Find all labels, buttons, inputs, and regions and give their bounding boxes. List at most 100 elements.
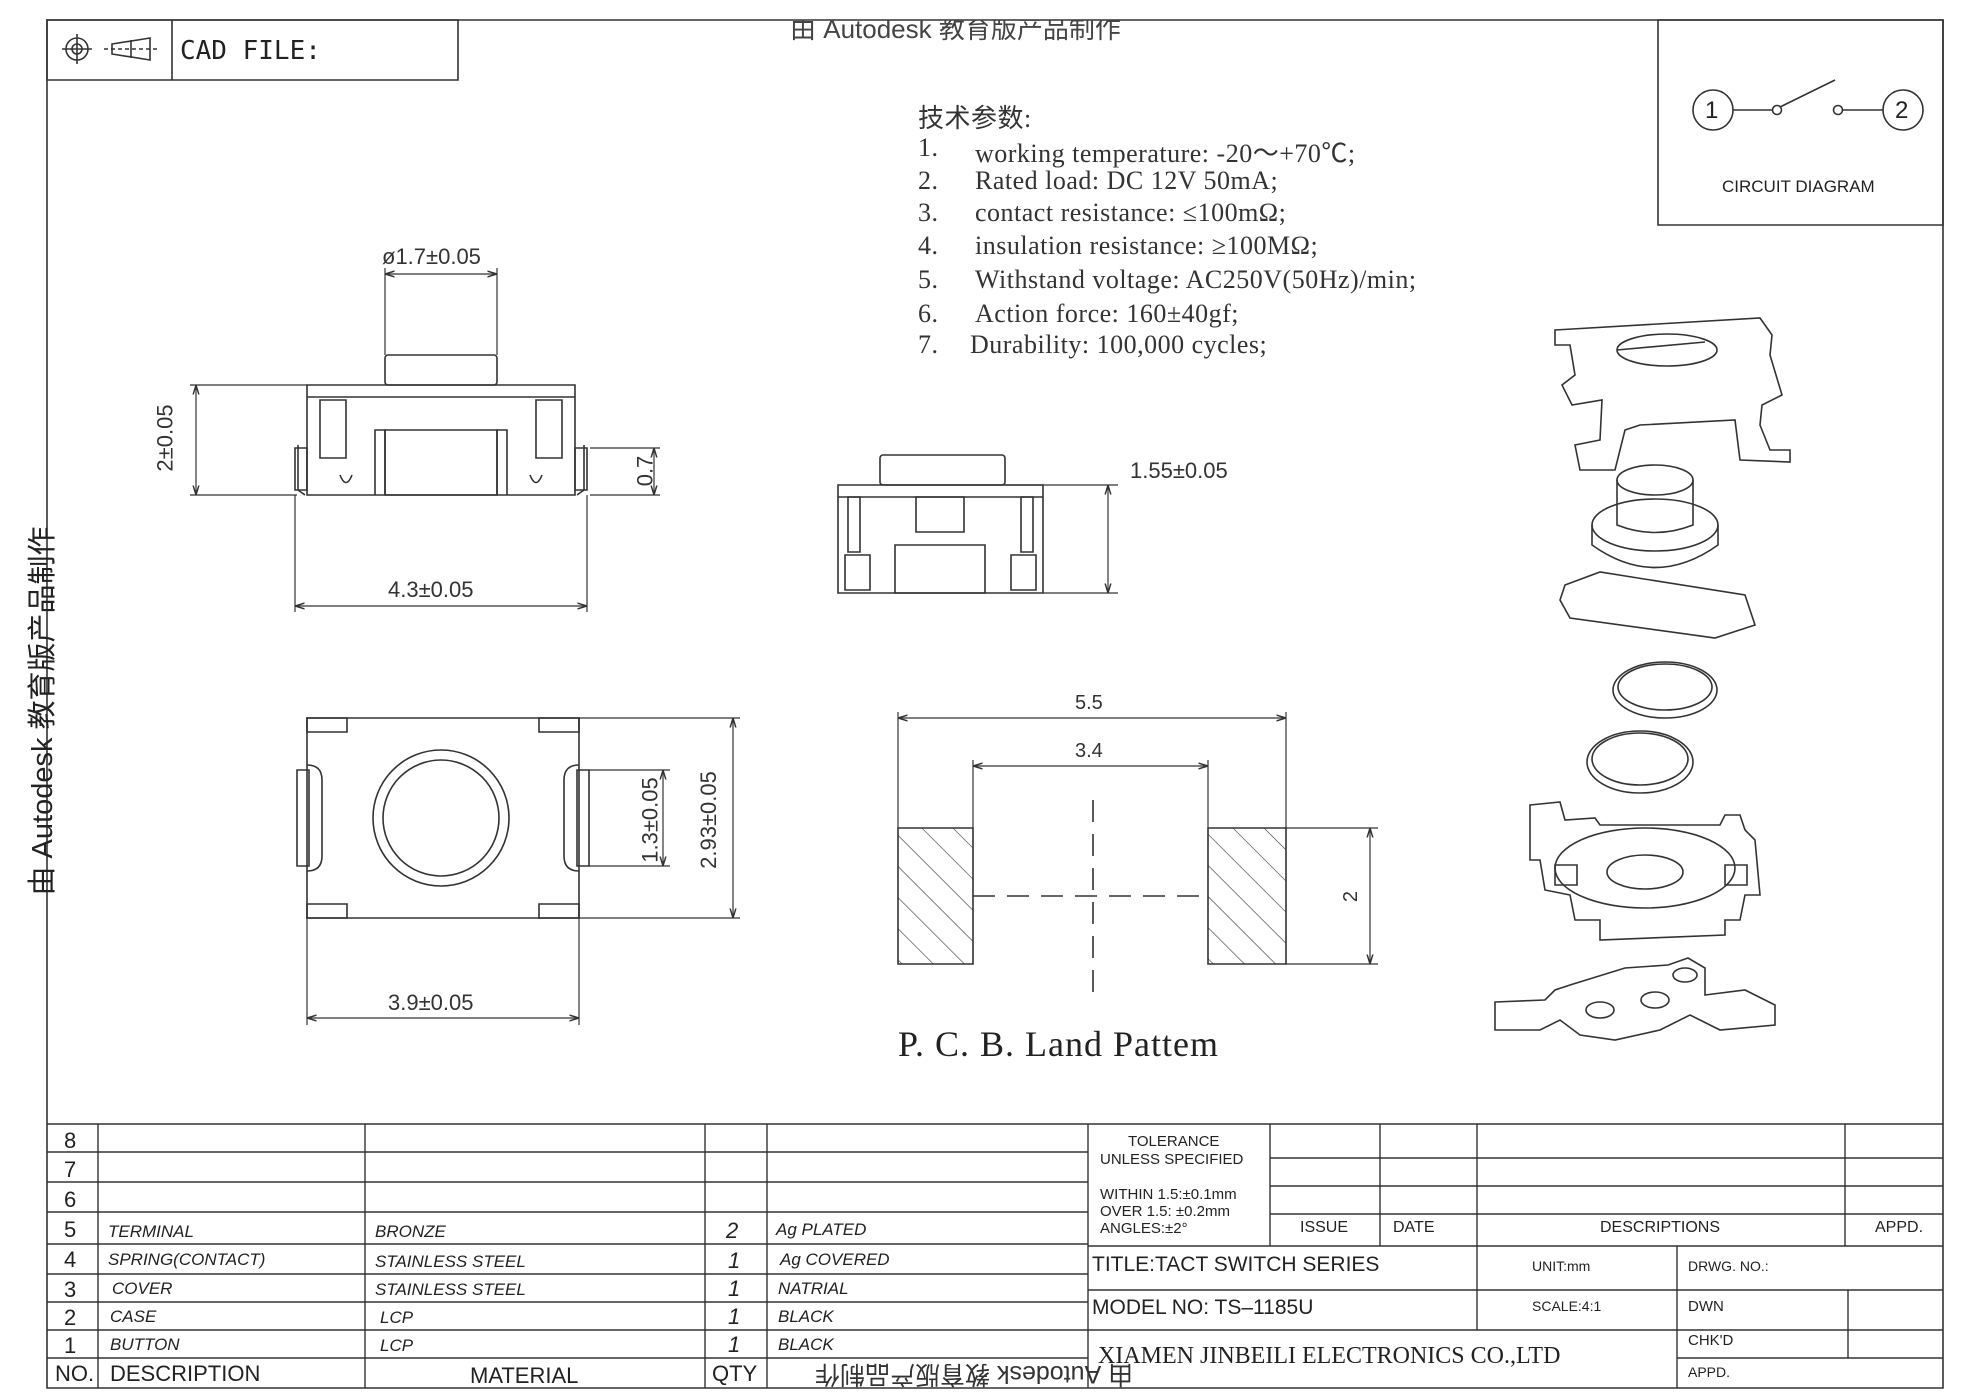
spring-part-1 [1613, 662, 1717, 718]
scale-label: SCALE:4:1 [1532, 1298, 1602, 1314]
bom-header-desc: DESCRIPTION [110, 1361, 261, 1386]
bom-qty: 1 [728, 1304, 741, 1329]
projection-cone-icon [112, 38, 150, 60]
top-watermark: 由 Autodesk 教育版产品制作 [790, 20, 1121, 42]
drwg-no-label: DRWG. NO.: [1688, 1258, 1769, 1274]
tolerance-over: OVER 1.5: ±0.2mm [1100, 1203, 1230, 1220]
bom-note: Ag COVERED [780, 1250, 890, 1269]
spec-no: 3. [918, 198, 939, 227]
bom-material: BRONZE [375, 1222, 446, 1241]
dim-side-height: 1.55±0.05 [1130, 458, 1228, 483]
bom-row-number: 2 [64, 1305, 77, 1330]
tolerance-sub-label: UNLESS SPECIFIED [1100, 1151, 1244, 1168]
spec-text: Action force: 160±40gf; [975, 299, 1240, 328]
dim-pcb-pad-height: 2 [1340, 890, 1363, 903]
dim-width-front: 4.3±0.05 [388, 577, 474, 602]
date-header: DATE [1393, 1219, 1435, 1236]
circuit-node-1: 1 [1705, 97, 1719, 124]
bom-row-number: 4 [64, 1247, 77, 1272]
bom-note: NATRIAL [778, 1279, 849, 1298]
bom-note: Ag PLATED [776, 1220, 867, 1239]
dim-width-top: 3.9±0.05 [388, 990, 474, 1015]
dim-inner-2-93: 2.93±0.05 [695, 771, 721, 869]
dim-button-diameter: ø1.7±0.05 [382, 244, 481, 269]
bom-qty: 2 [726, 1218, 739, 1243]
dim-height: 2±0.05 [152, 404, 178, 472]
issue-header: ISSUE [1300, 1219, 1349, 1236]
bom-row-number: 5 [64, 1217, 77, 1242]
bom-header-material: MATERIAL [470, 1363, 579, 1388]
dim-pcb-outer: 5.5 [1075, 692, 1103, 714]
spec-text: working temperature: -20～+70℃; [975, 139, 1356, 168]
pcb-title: P. C. B. Land Pattem [898, 1024, 1220, 1064]
spec-text: Rated load: DC 12V 50mA; [975, 166, 1279, 195]
bom-header-no: NO. [55, 1361, 95, 1386]
specs-heading: 技术参数: [918, 104, 1032, 133]
spring-part-2 [1587, 731, 1693, 793]
bom-note: BLACK [778, 1335, 834, 1354]
tolerance-angles: ANGLES:±2° [1100, 1220, 1188, 1237]
dwn-label: DWN [1688, 1298, 1724, 1315]
bom-row-number: 7 [64, 1157, 77, 1182]
sheet-border [47, 20, 1943, 1388]
bom-row-number: 3 [64, 1277, 77, 1302]
bom-row-number: 8 [64, 1128, 77, 1153]
model-number: MODEL NO: TS–1185U [1092, 1296, 1314, 1319]
appd-header: APPD. [1875, 1219, 1924, 1236]
spec-text: insulation resistance: ≥100MΩ; [975, 231, 1319, 260]
bom-qty: 1 [728, 1276, 741, 1301]
bom-row-number: 6 [64, 1187, 77, 1212]
bom-desc: SPRING(CONTACT) [108, 1250, 266, 1269]
spec-text: Withstand voltage: AC250V(50Hz)/min; [975, 265, 1417, 294]
front-view [295, 355, 587, 495]
tolerance-within: WITHIN 1.5:±0.1mm [1100, 1186, 1237, 1203]
spec-text: contact resistance: ≤100mΩ; [975, 198, 1287, 227]
tolerance-label: TOLERANCE [1128, 1133, 1220, 1150]
title-block-grid [47, 1124, 1943, 1388]
dimension-lines [190, 268, 1378, 1025]
bom-qty: 1 [728, 1248, 741, 1273]
pcb-pattern [898, 800, 1286, 995]
bom-header-qty: QTY [712, 1361, 758, 1386]
bom-desc: TERMINAL [108, 1222, 194, 1241]
pcb-pad-left [898, 828, 973, 964]
button-part [1592, 499, 1718, 551]
left-watermark: 由 Autodesk 教育版产品制作 [27, 526, 59, 896]
spec-no: 4. [918, 231, 939, 260]
circuit-node-2: 2 [1895, 97, 1909, 124]
bom-material: LCP [380, 1308, 414, 1327]
spec-no: 6. [918, 299, 939, 328]
pcb-pad-right [1208, 828, 1286, 964]
cad-file-box [47, 20, 458, 80]
circuit-box [1658, 20, 1943, 225]
bom-qty: 1 [728, 1332, 741, 1357]
bom-material: LCP [380, 1336, 414, 1355]
drawing-title: TITLE:TACT SWITCH SERIES [1092, 1253, 1380, 1276]
side-view [838, 455, 1043, 593]
dim-pcb-inner: 3.4 [1075, 740, 1103, 762]
top-view [297, 718, 589, 918]
bom-material: STAINLESS STEEL [375, 1252, 526, 1271]
appd-label: APPD. [1688, 1364, 1731, 1380]
unit-label: UNIT:mm [1532, 1258, 1591, 1274]
cover-part [1555, 318, 1790, 470]
spec-no: 5. [918, 265, 939, 294]
exploded-view [1495, 318, 1790, 1040]
spec-text: Durability: 100,000 cycles; [970, 330, 1268, 359]
bottom-watermark: 由 Autodesk 教育版产品制作 [815, 1360, 1134, 1388]
cad-file-label: CAD FILE: [180, 36, 321, 66]
chkd-label: CHK'D [1688, 1332, 1734, 1349]
bom-desc: BUTTON [110, 1335, 180, 1354]
bom-note: BLACK [778, 1307, 834, 1326]
descriptions-header: DESCRIPTIONS [1600, 1219, 1721, 1236]
bom-material: STAINLESS STEEL [375, 1280, 526, 1299]
case-part [1530, 802, 1760, 940]
spec-no: 2. [918, 166, 939, 195]
spec-no: 7. [918, 330, 939, 359]
dim-terminal-height: 0.7 [632, 455, 658, 487]
circuit-diagram-label: CIRCUIT DIAGRAM [1722, 177, 1875, 196]
spec-no: 1. [918, 133, 939, 162]
bom-desc: CASE [110, 1307, 157, 1326]
terminal-part [1495, 958, 1775, 1040]
